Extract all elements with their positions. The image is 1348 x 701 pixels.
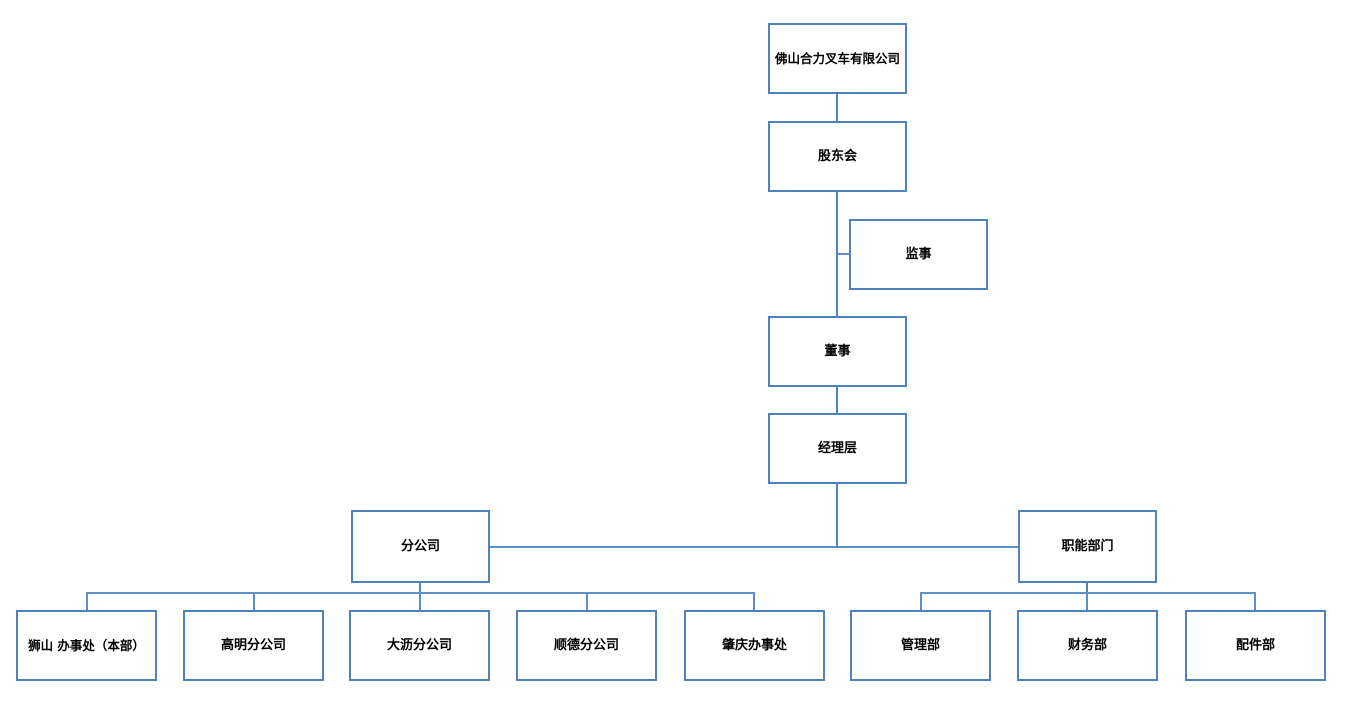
connector-trunk-to-supervisor (838, 253, 850, 255)
connector-function-distributor (920, 592, 1256, 594)
node-department-guanli[interactable]: 管理部 (850, 610, 991, 681)
node-branch-group[interactable]: 分公司 (351, 510, 490, 583)
node-director[interactable]: 董事 (768, 316, 907, 387)
node-shareholders[interactable]: 股东会 (768, 121, 907, 192)
node-supervisor[interactable]: 监事 (849, 219, 988, 290)
node-branch-dali[interactable]: 大沥分公司 (349, 610, 490, 681)
connector-drop-shunde (586, 592, 588, 611)
connector-drop-caiwu (1086, 592, 1088, 611)
connector-company-to-shareholders (836, 94, 838, 121)
connector-management-trunk (836, 484, 838, 547)
connector-drop-shishan (86, 592, 88, 611)
node-department-peijian[interactable]: 配件部 (1185, 610, 1326, 681)
connector-director-to-management (836, 387, 838, 413)
connector-branch-group-drop (419, 583, 421, 594)
connector-drop-zhaoqing (753, 592, 755, 611)
node-branch-zhaoqing[interactable]: 肇庆办事处 (684, 610, 825, 681)
node-management[interactable]: 经理层 (768, 413, 907, 484)
connector-shareholders-trunk (836, 192, 838, 316)
connector-function-group-drop (1086, 583, 1088, 594)
connector-drop-guanli (920, 592, 922, 611)
node-function-group[interactable]: 职能部门 (1018, 510, 1157, 583)
node-company[interactable]: 佛山合力叉车有限公司 (768, 23, 907, 94)
connector-drop-peijian (1254, 592, 1256, 611)
node-branch-gaoming[interactable]: 高明分公司 (183, 610, 324, 681)
connector-drop-gaoming (253, 592, 255, 611)
node-branch-shunde[interactable]: 顺德分公司 (516, 610, 657, 681)
connector-level4-spine (489, 546, 1019, 548)
connector-drop-daili (419, 592, 421, 611)
node-branch-shishan[interactable]: 狮山 办事处（本部） (16, 610, 157, 681)
node-department-caiwu[interactable]: 财务部 (1017, 610, 1158, 681)
